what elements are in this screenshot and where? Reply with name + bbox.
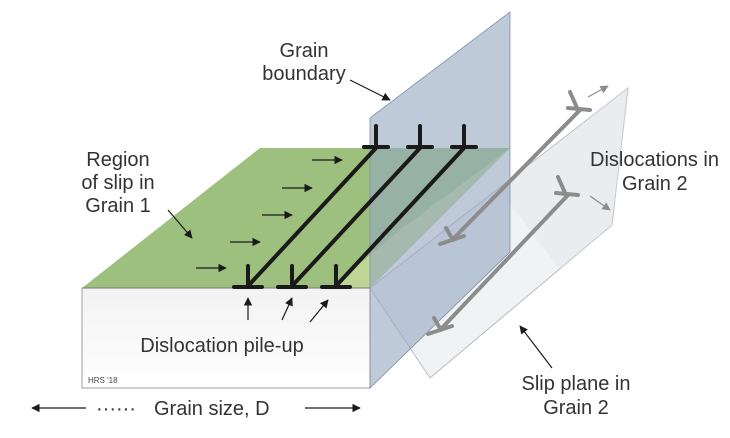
label-dislocations-grain2-2: Grain 2 [622,173,688,195]
slip-plane-grain2-upper [500,85,630,270]
grain1-dislocations [246,146,466,288]
region-pointer [167,209,193,239]
grain2-dislocation-symbol-2d [556,175,568,197]
label-pileup: Dislocation pile-up [140,335,303,357]
credit-text: HRS '18 [88,376,118,385]
grain2-dislocation-symbol-1b [444,226,455,242]
grain2-dislocation-line-2 [438,193,570,332]
grain1-dislocation-line-1 [246,146,378,288]
arrow-icon [309,299,329,323]
grain2-dislocation-line-1 [450,108,582,242]
label-slip-plane-2: Grain 2 [543,397,609,419]
grain-boundary-pointer [349,79,391,101]
slip-direction-arrows [196,155,343,273]
label-grain-boundary-1: Grain [280,40,329,62]
boundary-dislocation-symbols [362,124,478,149]
slip-plane-pointer [519,325,553,369]
grain2-motion-arrow-1 [587,85,609,98]
label-slip-plane-1: Slip plane in [522,373,631,395]
grain1-dislocation-line-2 [290,146,422,288]
label-dislocations-grain2-1: Dislocations in [590,149,719,171]
pileup-arrows [243,297,329,323]
label-region-2: of slip in [81,172,154,194]
label-grain-size-dots: ······ [96,398,136,420]
label-region-3: Grain 1 [85,195,151,217]
grain2-motion-arrow-2 [589,195,611,211]
grain1-dislocation-line-3 [334,146,466,288]
grain2-dislocation-symbol-2b [432,316,443,332]
grain2-dislocations [426,90,592,336]
grain2-dislocation-symbol-1d [568,90,580,112]
grain-boundary-plane [369,11,511,389]
pileup-dislocation-symbols [232,264,352,289]
label-grain-size: Grain size, D [154,398,270,420]
label-grain-boundary-2: boundary [262,63,345,85]
label-region-1: Region [86,149,149,171]
arrow-icon [281,297,293,321]
